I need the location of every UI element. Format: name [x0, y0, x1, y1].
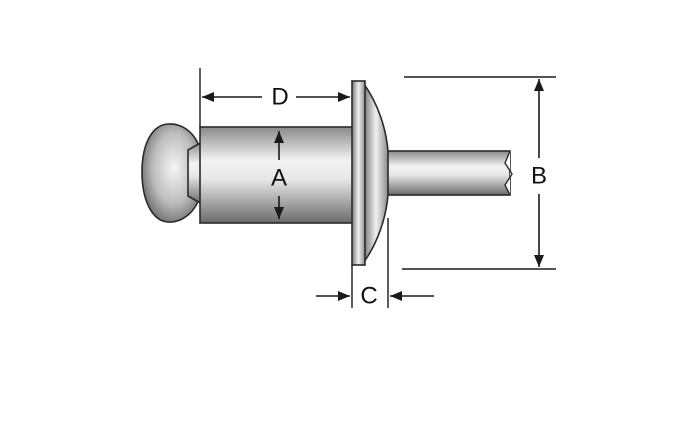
dimension-d: D — [202, 84, 350, 111]
mandrel-shank — [385, 150, 513, 196]
label-a: A — [271, 165, 287, 192]
mandrel-head — [141, 123, 203, 223]
label-d: D — [271, 84, 288, 111]
dimension-c: C — [316, 283, 434, 310]
rivet-flange-head — [351, 80, 389, 266]
dimension-b: B — [531, 79, 547, 267]
extension-lines — [199, 68, 556, 308]
label-b: B — [531, 163, 547, 190]
dimension-a: A — [271, 131, 287, 219]
label-c: C — [360, 283, 377, 310]
